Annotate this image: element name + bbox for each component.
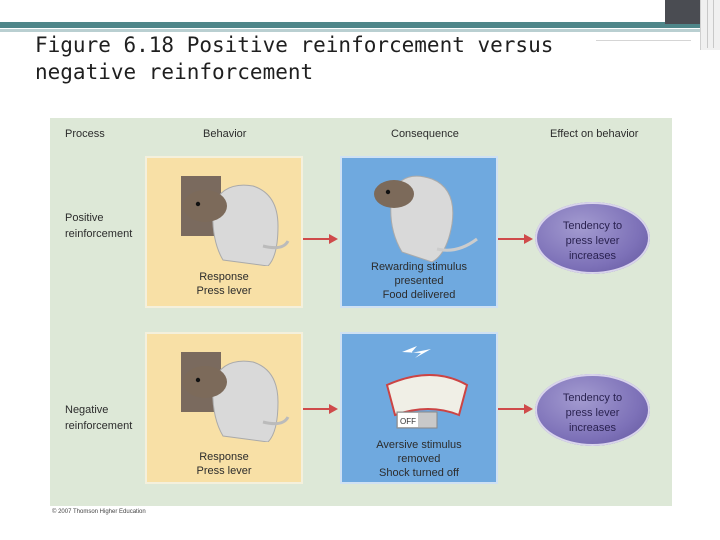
negative-consequence-line2: removed <box>397 453 441 465</box>
positive-consequence-line2: presented <box>394 275 444 287</box>
header-consequence: Consequence <box>391 128 459 140</box>
rat-lever-illustration <box>181 176 290 266</box>
row-negative-process-label: Negative reinforcement <box>65 404 133 432</box>
negative-consequence-line1: Aversive stimulus <box>376 439 462 451</box>
negative-consequence-panel: OFF Aversive stimulus removed Shock turn… <box>340 332 498 484</box>
slide-title: Figure 6.18 Positive reinforcement versu… <box>35 33 554 84</box>
copyright-notice: © 2007 Thomson Higher Education <box>52 509 146 515</box>
header-behavior: Behavior <box>203 128 247 140</box>
negative-behavior-panel: Response Press lever <box>145 332 303 484</box>
top-accent-bar-light <box>0 29 700 32</box>
positive-consequence-line1: Rewarding stimulus <box>371 261 467 273</box>
switch-off-label: OFF <box>400 417 416 426</box>
negative-effect-oval: Tendency to press lever increases <box>535 374 650 446</box>
rat-eating-illustration <box>374 175 478 263</box>
positive-behavior-response: Response <box>199 271 249 283</box>
row-positive-process-label: Positive reinforcement <box>65 212 133 240</box>
positive-effect-oval: Tendency to press lever increases <box>535 202 650 274</box>
negative-consequence-line3: Shock turned off <box>379 467 459 479</box>
corner-stripes <box>700 0 720 50</box>
header-effect: Effect on behavior <box>550 128 639 140</box>
positive-behavior-action: Press lever <box>196 285 252 297</box>
negative-effect-text: Tendency to press lever increases <box>562 392 623 434</box>
arrow-icon <box>498 234 533 244</box>
positive-consequence-panel: Rewarding stimulus presented Food delive… <box>340 156 498 308</box>
negative-behavior-action: Press lever <box>196 465 252 477</box>
arrow-icon <box>303 404 338 414</box>
top-accent-bar <box>0 22 700 28</box>
reinforcement-figure: Process Behavior Consequence Effect on b… <box>50 118 672 506</box>
title-rule <box>596 40 691 42</box>
header-process: Process <box>65 128 105 140</box>
positive-consequence-line3: Food delivered <box>382 289 456 301</box>
arrow-icon <box>498 404 533 414</box>
corner-block <box>665 0 705 24</box>
positive-effect-text: Tendency to press lever increases <box>562 220 623 262</box>
shock-apparatus-illustration: OFF <box>385 346 469 429</box>
positive-behavior-panel: Response Press lever <box>145 156 303 308</box>
negative-behavior-response: Response <box>199 451 249 463</box>
arrow-icon <box>303 234 338 244</box>
rat-lever-illustration <box>181 352 290 442</box>
